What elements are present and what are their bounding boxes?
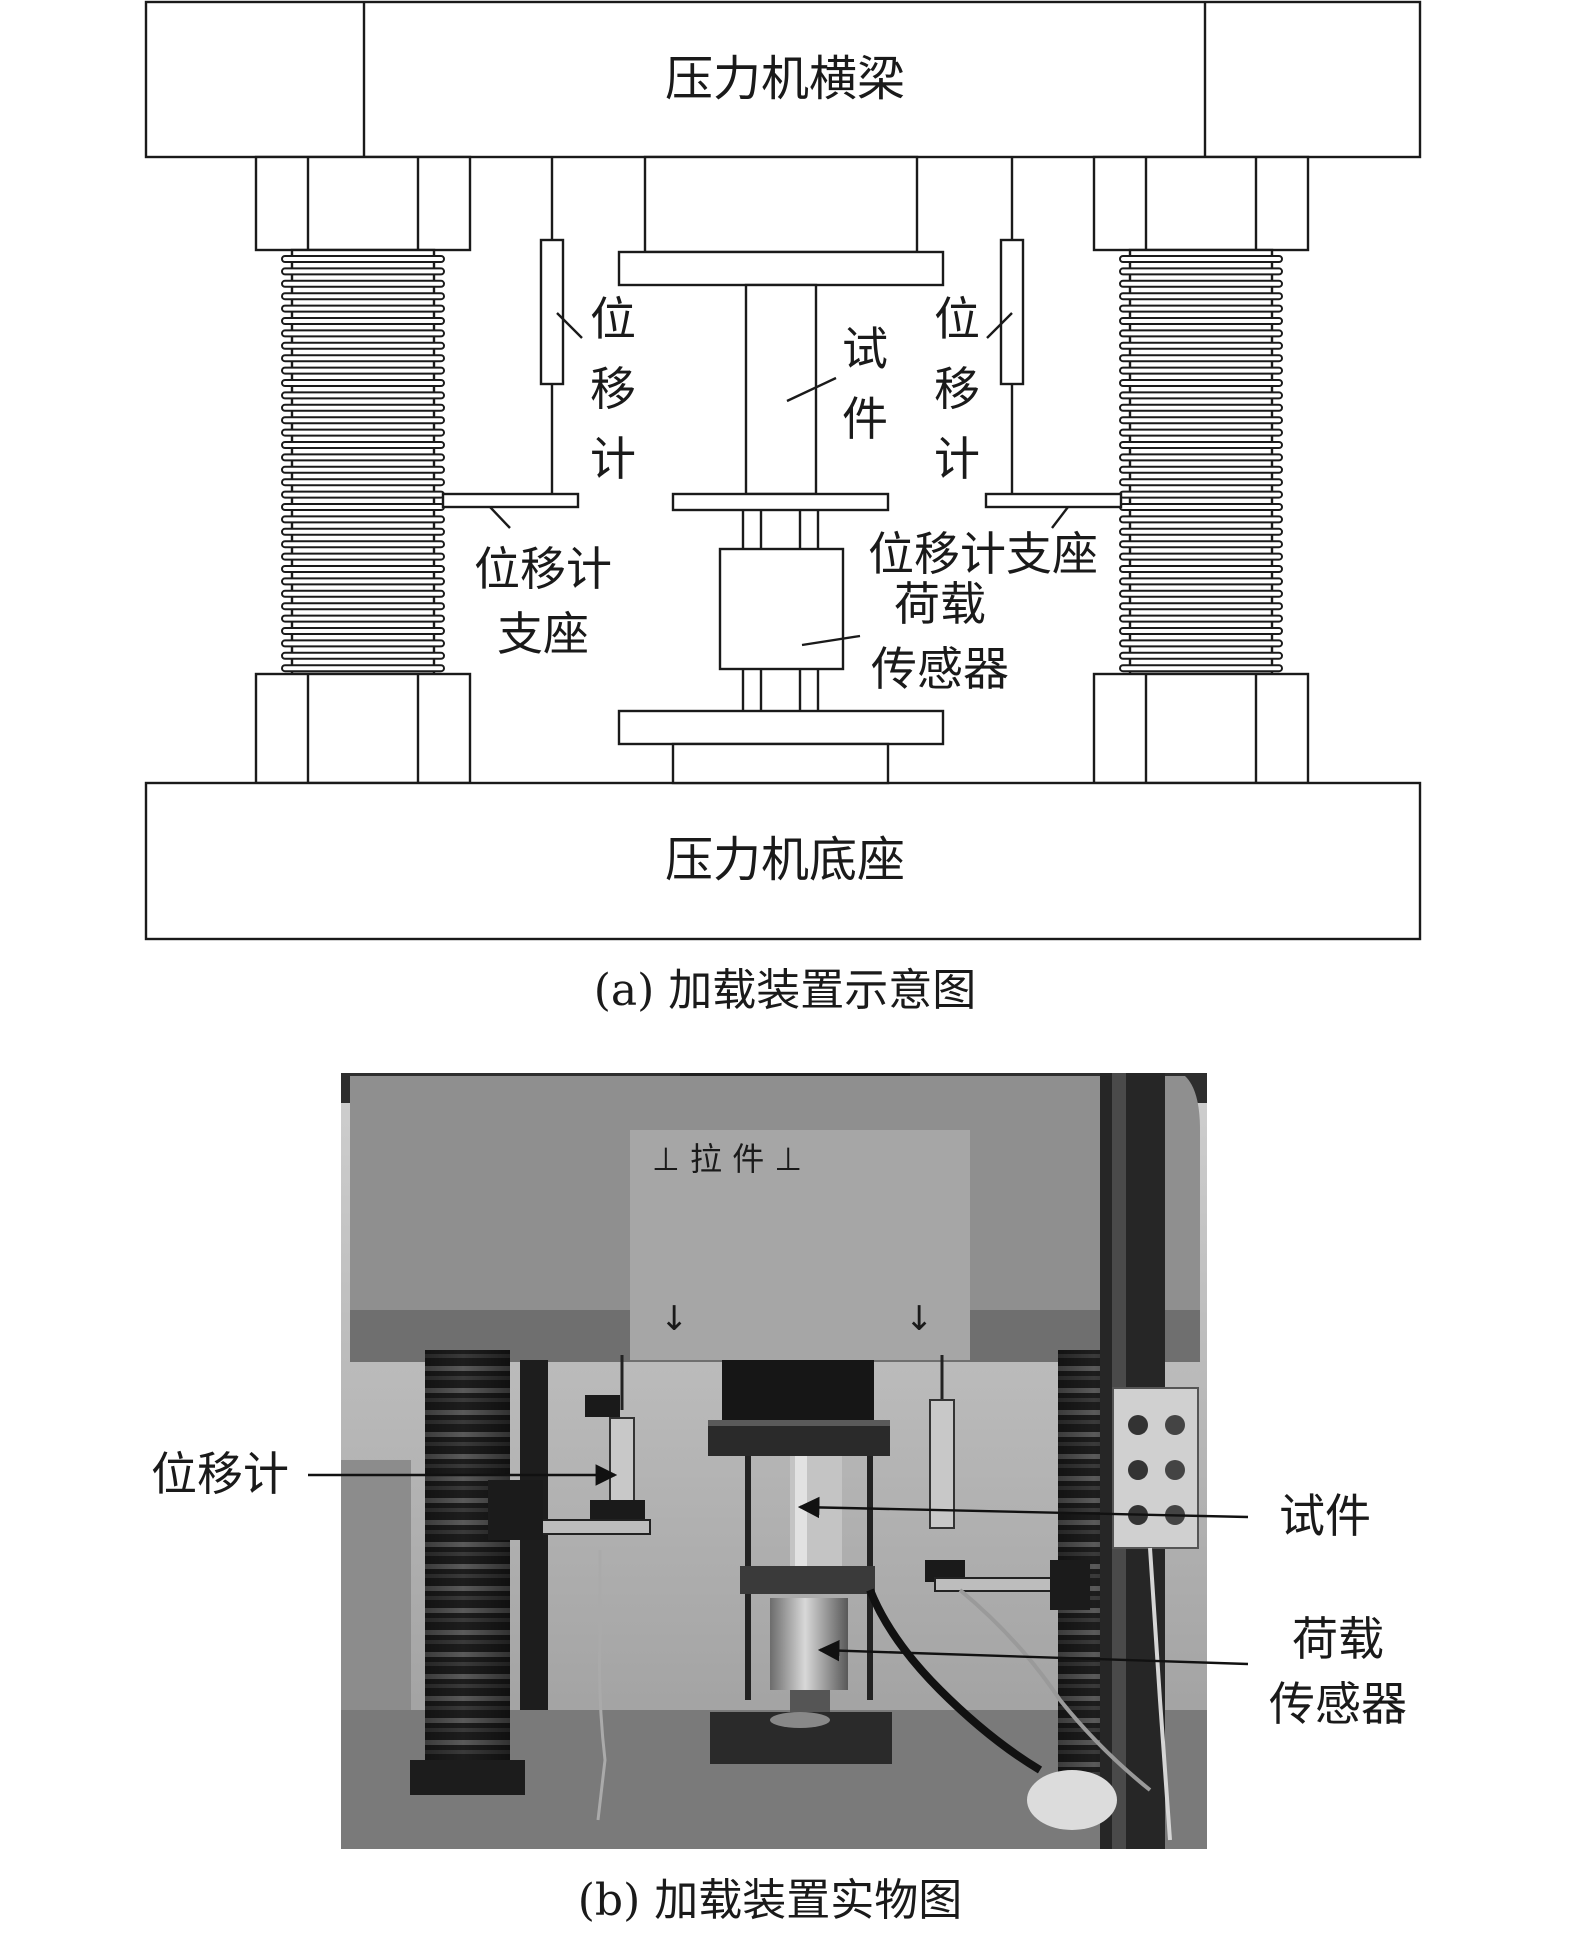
bottom-nut-right bbox=[1092, 672, 1310, 785]
lvdt-right-label: 位移计 bbox=[934, 292, 980, 486]
svg-text:⊥ 拉 件 ⊥: ⊥ 拉 件 ⊥ bbox=[652, 1140, 802, 1178]
lvdt-support-left bbox=[441, 492, 580, 509]
lower-platen bbox=[671, 492, 890, 512]
base-platen bbox=[617, 709, 945, 785]
lvdt-right bbox=[986, 157, 1025, 494]
base-label: 压力机底座 bbox=[665, 832, 905, 888]
crossbeam-label: 压力机横梁 bbox=[665, 51, 905, 107]
photo-load-cell bbox=[770, 1598, 848, 1690]
svg-text:↓: ↓ bbox=[905, 1299, 934, 1339]
load-cell-rods bbox=[741, 510, 820, 711]
press-crossbeam bbox=[144, 0, 1422, 159]
photo-load-cell-label: 荷载传感器 bbox=[1269, 1612, 1407, 1731]
top-nut-left bbox=[254, 155, 472, 252]
top-nut-right bbox=[1092, 155, 1310, 252]
photo-lvdt-right bbox=[925, 1355, 1090, 1610]
svg-text:↓: ↓ bbox=[660, 1299, 689, 1339]
arrow-specimen bbox=[797, 1496, 1249, 1519]
bottom-nut-left bbox=[254, 672, 472, 785]
photo-lvdt-label: 位移计 bbox=[151, 1447, 289, 1501]
lvdt-left bbox=[539, 157, 583, 494]
photo-front-plate bbox=[630, 1130, 970, 1360]
caption-b: (b) 加载装置实物图 bbox=[578, 1875, 962, 1926]
photo-figure-b: ⊥ 拉 件 ⊥ ↓ ↓ bbox=[151, 1073, 1407, 1926]
threaded-column-right bbox=[1119, 248, 1283, 676]
photo-upper-platen bbox=[722, 1360, 874, 1420]
support-left-label: 位移计支座 bbox=[474, 542, 612, 661]
threaded-column-left bbox=[281, 248, 445, 676]
support-right-label: 位移计支座 bbox=[868, 527, 1098, 581]
photo-control-box bbox=[1112, 1387, 1199, 1549]
caption-a: (a) 加载装置示意图 bbox=[594, 965, 977, 1016]
press-base bbox=[144, 781, 1422, 941]
specimen-label-a: 试件 bbox=[842, 322, 888, 446]
arrow-load-cell bbox=[817, 1639, 1249, 1666]
schematic-figure-a: 压力机横梁 压力机底座 bbox=[144, 0, 1422, 1016]
lvdt-support-right bbox=[984, 492, 1123, 509]
lvdt-left-label: 位移计 bbox=[590, 292, 636, 486]
photo-lvdt-left bbox=[488, 1355, 651, 1821]
specimen bbox=[744, 283, 818, 496]
load-cell-label-a: 荷载传感器 bbox=[871, 577, 1009, 696]
photo-specimen-label: 试件 bbox=[1279, 1489, 1371, 1543]
load-cell bbox=[718, 547, 845, 671]
upper-loading-platen bbox=[617, 155, 945, 287]
